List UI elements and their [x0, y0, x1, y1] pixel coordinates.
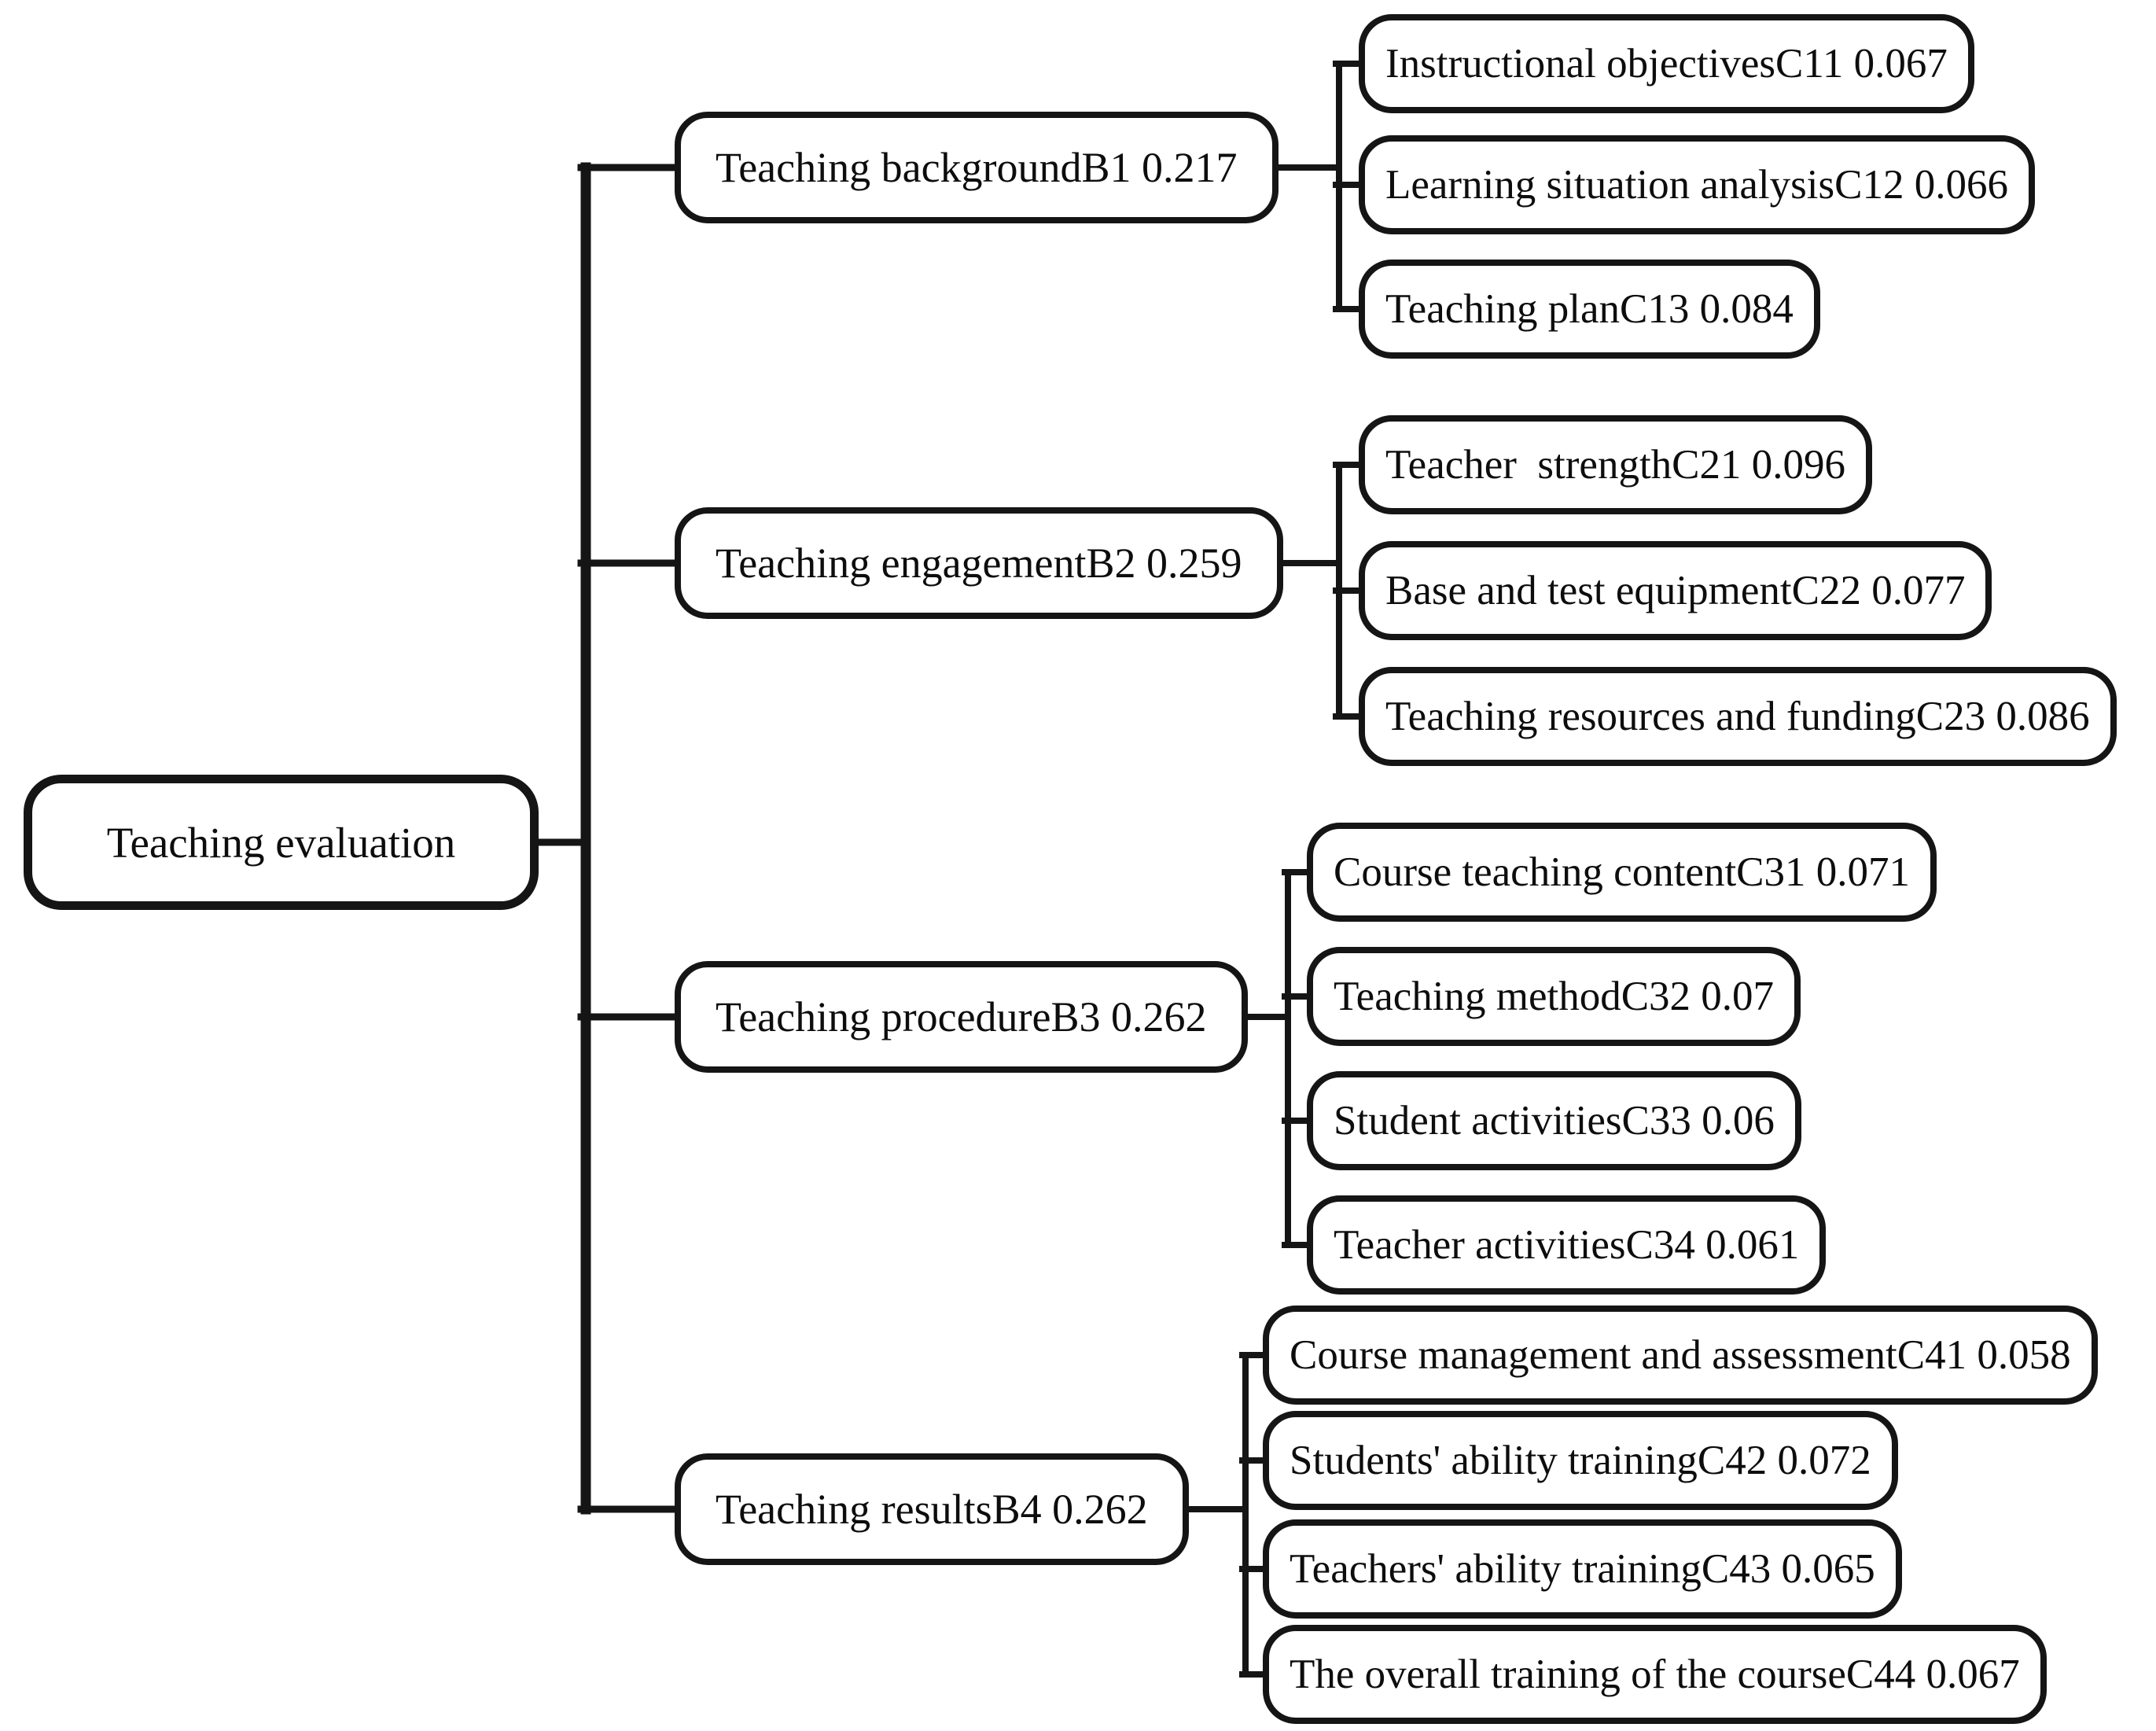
node-c34-teacher-activities: Teacher activitiesC34 0.061 [1307, 1195, 1827, 1295]
node-b4-teaching-results: Teaching resultsB4 0.262 [675, 1453, 1189, 1565]
node-c44-overall-training-of-course: The overall training of the courseC44 0.… [1263, 1625, 2047, 1724]
node-b1-teaching-background: Teaching backgroundB1 0.217 [675, 112, 1279, 223]
node-c33-student-activities: Student activitiesC33 0.06 [1307, 1071, 1801, 1170]
node-c31-course-teaching-content: Course teaching contentC31 0.071 [1307, 823, 1937, 922]
node-c32-teaching-method: Teaching methodC32 0.07 [1307, 947, 1801, 1046]
node-teaching-evaluation: Teaching evaluation [24, 775, 539, 910]
node-c22-base-and-test-equipment: Base and test equipmentC22 0.077 [1359, 541, 1992, 640]
node-c13-teaching-plan: Teaching planC13 0.084 [1359, 260, 1820, 359]
node-c42-students-ability-training: Students' ability trainingC42 0.072 [1263, 1411, 1898, 1510]
node-c43-teachers-ability-training: Teachers' ability trainingC43 0.065 [1263, 1519, 1902, 1619]
node-c21-teacher-strength: Teacher strengthC21 0.096 [1359, 415, 1873, 514]
node-c41-course-management-and-assessment: Course management and assessmentC41 0.05… [1263, 1306, 2098, 1405]
node-b2-teaching-engagement: Teaching engagementB2 0.259 [675, 507, 1283, 619]
node-b3-teaching-procedure: Teaching procedureB3 0.262 [675, 961, 1248, 1073]
node-c23-teaching-resources-and-funding: Teaching resources and fundingC23 0.086 [1359, 667, 2117, 766]
node-c11-instructional-objectives: Instructional objectivesC11 0.067 [1359, 14, 1974, 113]
node-c12-learning-situation-analysis: Learning situation analysisC12 0.066 [1359, 135, 2035, 234]
